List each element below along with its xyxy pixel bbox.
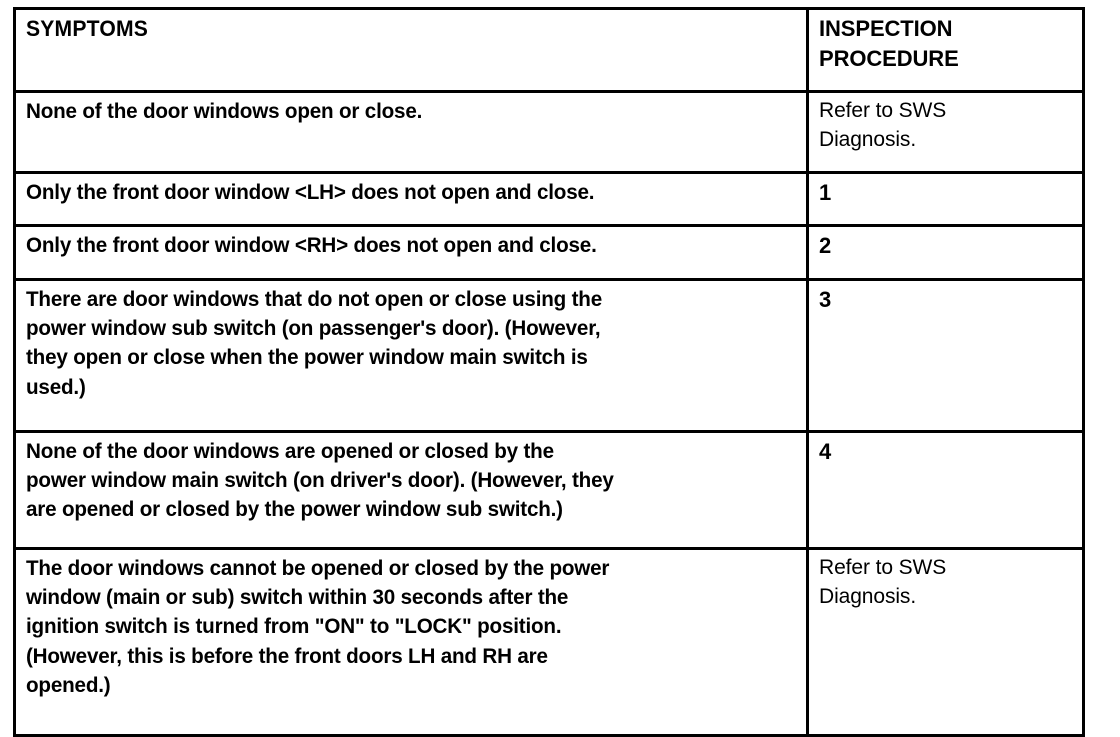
procedure-text: 1 — [819, 180, 832, 205]
procedure-cell: 4 — [806, 430, 1085, 550]
procedure-cell: 3 — [806, 278, 1085, 433]
symptom-text: Only the front door window <LH> does not… — [26, 180, 595, 204]
procedure-text: 4 — [819, 439, 832, 464]
symptom-cell: Only the front door window <LH> does not… — [13, 171, 809, 227]
table-row: Only the front door window <RH> does not… — [13, 224, 1085, 281]
procedure-cell: Refer to SWS Diagnosis. — [806, 547, 1085, 737]
symptom-text: The door windows cannot be opened or clo… — [26, 556, 610, 697]
table-row: The door windows cannot be opened or clo… — [13, 547, 1085, 737]
table-row: Only the front door window <LH> does not… — [13, 171, 1085, 227]
table-header-row: SYMPTOMS INSPECTION PROCEDURE — [13, 7, 1085, 93]
table-row: None of the door windows are opened or c… — [13, 430, 1085, 550]
column-header-symptoms-label: SYMPTOMS — [26, 16, 149, 41]
document-page: SYMPTOMS INSPECTION PROCEDURE None of th… — [13, 7, 1085, 737]
symptom-text: None of the door windows are opened or c… — [26, 439, 614, 522]
procedure-cell: 2 — [806, 224, 1085, 281]
procedure-text: Refer to SWS Diagnosis. — [819, 556, 947, 608]
symptom-cell: None of the door windows are opened or c… — [13, 430, 809, 550]
procedure-cell: Refer to SWS Diagnosis. — [806, 90, 1085, 174]
column-header-symptoms: SYMPTOMS — [13, 7, 809, 93]
symptom-chart-table: SYMPTOMS INSPECTION PROCEDURE None of th… — [13, 7, 1085, 737]
procedure-text: 3 — [819, 287, 832, 312]
symptom-cell: The door windows cannot be opened or clo… — [13, 547, 809, 737]
symptom-cell: Only the front door window <RH> does not… — [13, 224, 809, 281]
procedure-cell: 1 — [806, 171, 1085, 227]
symptom-text: There are door windows that do not open … — [26, 287, 602, 399]
column-header-inspection-procedure-label: INSPECTION PROCEDURE — [819, 16, 959, 71]
table-row: None of the door windows open or close. … — [13, 90, 1085, 174]
symptom-cell: There are door windows that do not open … — [13, 278, 809, 433]
symptom-text: None of the door windows open or close. — [26, 99, 423, 123]
symptom-cell: None of the door windows open or close. — [13, 90, 809, 174]
table-row: There are door windows that do not open … — [13, 278, 1085, 433]
procedure-text: 2 — [819, 233, 832, 258]
procedure-text: Refer to SWS Diagnosis. — [819, 99, 947, 151]
column-header-inspection-procedure: INSPECTION PROCEDURE — [806, 7, 1085, 93]
symptom-text: Only the front door window <RH> does not… — [26, 233, 597, 257]
